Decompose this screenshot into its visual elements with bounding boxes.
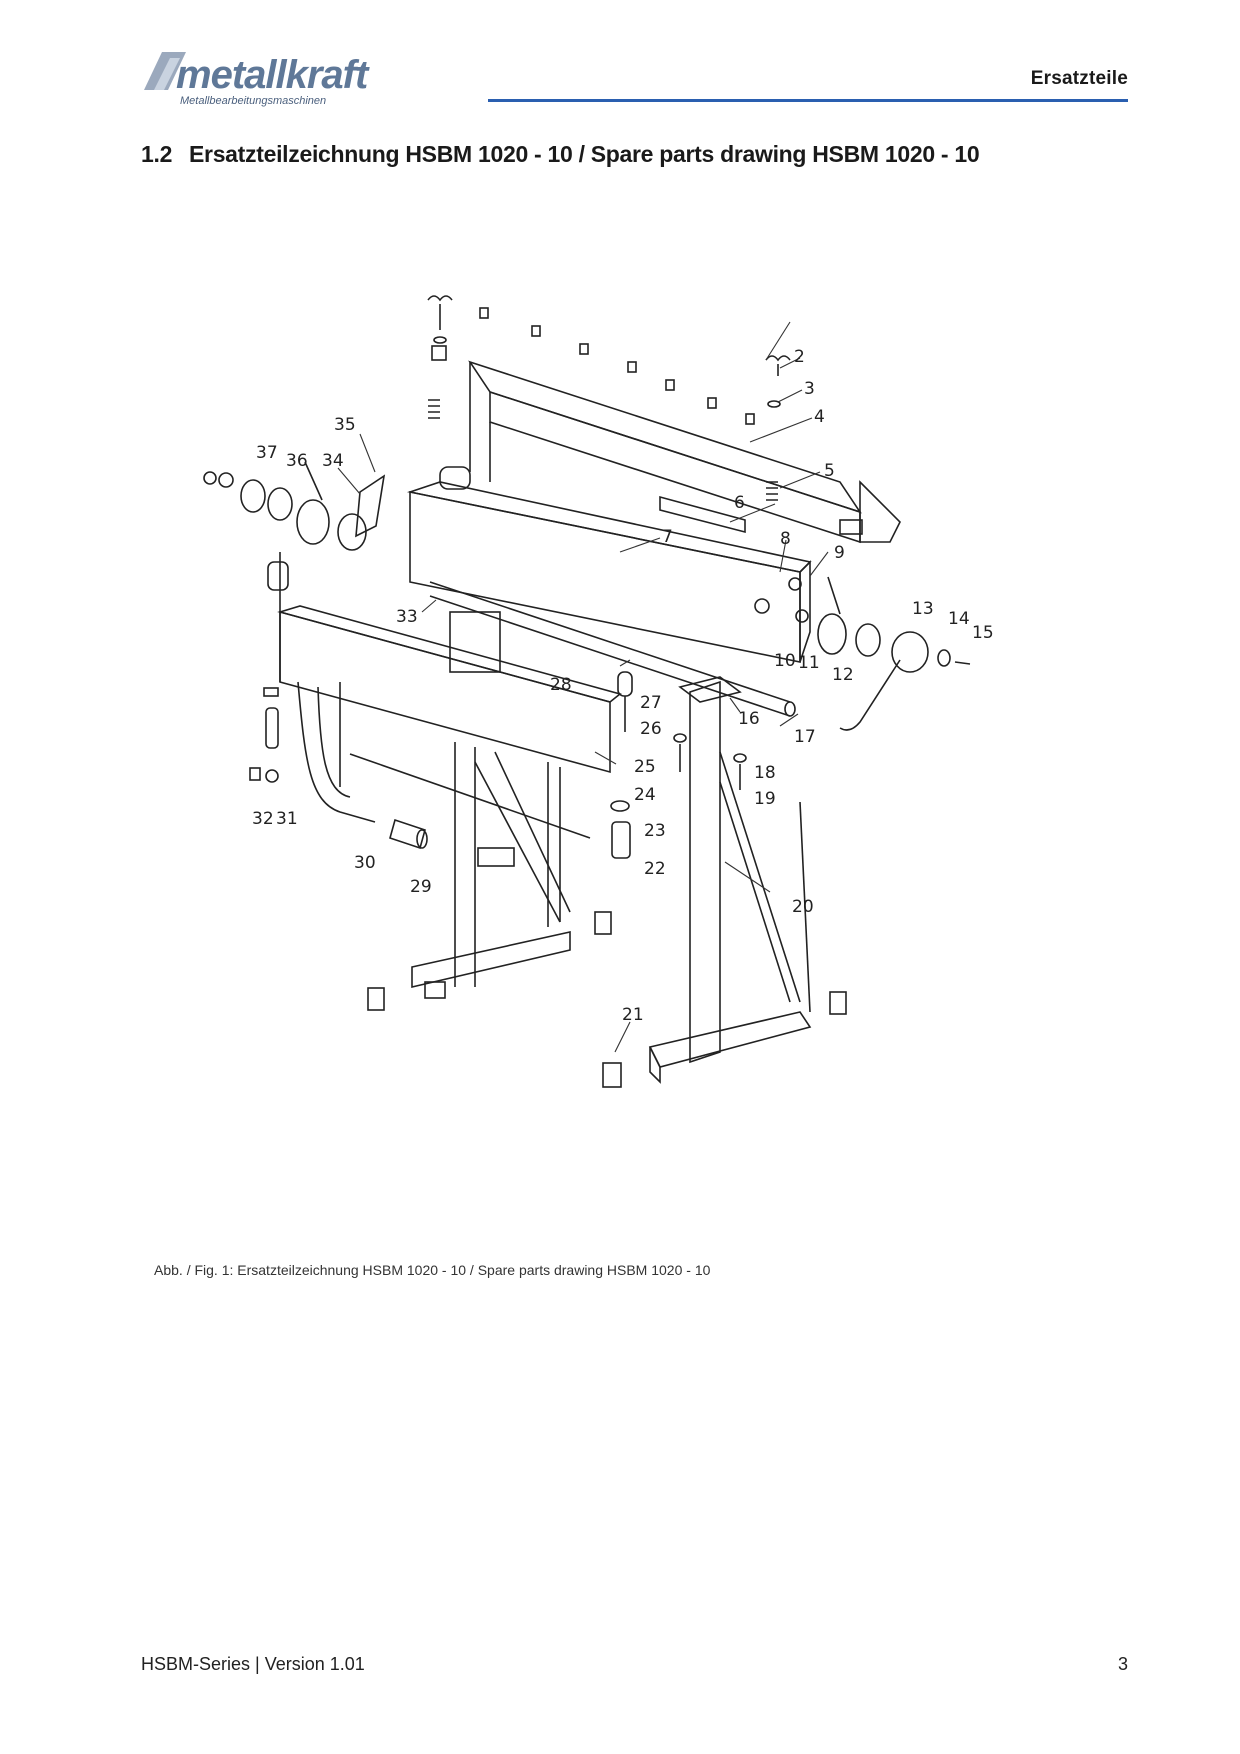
metallkraft-logo: metallkraft Metallbearbeitungsmaschinen (140, 48, 460, 110)
callout-31: 31 (276, 809, 298, 829)
left-crank-parts (203, 461, 386, 551)
cap-right (829, 991, 847, 1015)
header-section-label: Ersatzteile (1030, 68, 1128, 89)
callout-37: 37 (256, 443, 278, 463)
callout-22: 22 (644, 859, 666, 879)
wing-screw-left (427, 295, 453, 361)
callout-2: 2 (794, 347, 805, 367)
section-title: Ersatzteilzeichnung HSBM 1020 - 10 / Spa… (189, 141, 980, 167)
cap-21 (602, 1062, 622, 1088)
logo-wordmark: metallkraft (176, 53, 370, 97)
callout-11: 11 (798, 653, 820, 673)
cap-top-right (594, 911, 612, 935)
callout-3: 3 (804, 379, 815, 399)
callout-8: 8 (780, 529, 791, 549)
callout-33: 33 (396, 607, 418, 627)
section-heading: 1.2 Ersatzteilzeichnung HSBM 1020 - 10 / … (141, 141, 980, 168)
callout-34: 34 (322, 451, 344, 471)
bushing-30 (389, 818, 428, 850)
callout-21: 21 (622, 1005, 644, 1025)
callout-7: 7 (662, 527, 673, 547)
callout-26: 26 (640, 719, 662, 739)
bolts-row (479, 307, 755, 425)
upper-clamp-beam (468, 360, 901, 544)
springs (428, 399, 778, 501)
callout-6: 6 (734, 493, 745, 513)
callout-4: 4 (814, 407, 825, 427)
left-leg (297, 681, 591, 999)
callout-13: 13 (912, 599, 934, 619)
callout-16: 16 (738, 709, 760, 729)
bending-beam (406, 466, 812, 663)
right-leg (648, 676, 812, 1084)
spare-parts-drawing: 2 3 4 5 6 7 8 9 10 11 12 13 14 15 16 17 … (200, 282, 1130, 1242)
cap-left (367, 987, 385, 1011)
footer-series: HSBM-Series | Version 1.01 (141, 1654, 365, 1674)
callout-18: 18 (754, 763, 776, 783)
callout-20: 20 (792, 897, 814, 917)
callout-25: 25 (634, 757, 656, 777)
right-crank-parts (795, 576, 971, 731)
callout-27: 27 (640, 693, 662, 713)
callout-19: 19 (754, 789, 776, 809)
callout-9: 9 (834, 543, 845, 563)
callout-12: 12 (832, 665, 854, 685)
callout-30: 30 (354, 853, 376, 873)
callout-23: 23 (644, 821, 666, 841)
callout-10: 10 (774, 651, 796, 671)
callout-28: 28 (550, 675, 572, 695)
callout-14: 14 (948, 609, 970, 629)
shaft (429, 581, 796, 717)
callout-15: 15 (972, 623, 994, 643)
callout-17: 17 (794, 727, 816, 747)
figure-caption: Abb. / Fig. 1: Ersatzteilzeichnung HSBM … (154, 1262, 711, 1278)
callout-29: 29 (410, 877, 432, 897)
callout-36: 36 (286, 451, 308, 471)
callout-35: 35 (334, 415, 356, 435)
header-rule (488, 99, 1128, 102)
section-number: 1.2 (141, 141, 173, 167)
logo-tagline: Metallbearbeitungsmaschinen (180, 95, 326, 107)
callout-32: 32 (252, 809, 274, 829)
page-number: 3 (1117, 1654, 1128, 1674)
callout-24: 24 (634, 785, 656, 805)
callout-5: 5 (824, 461, 835, 481)
